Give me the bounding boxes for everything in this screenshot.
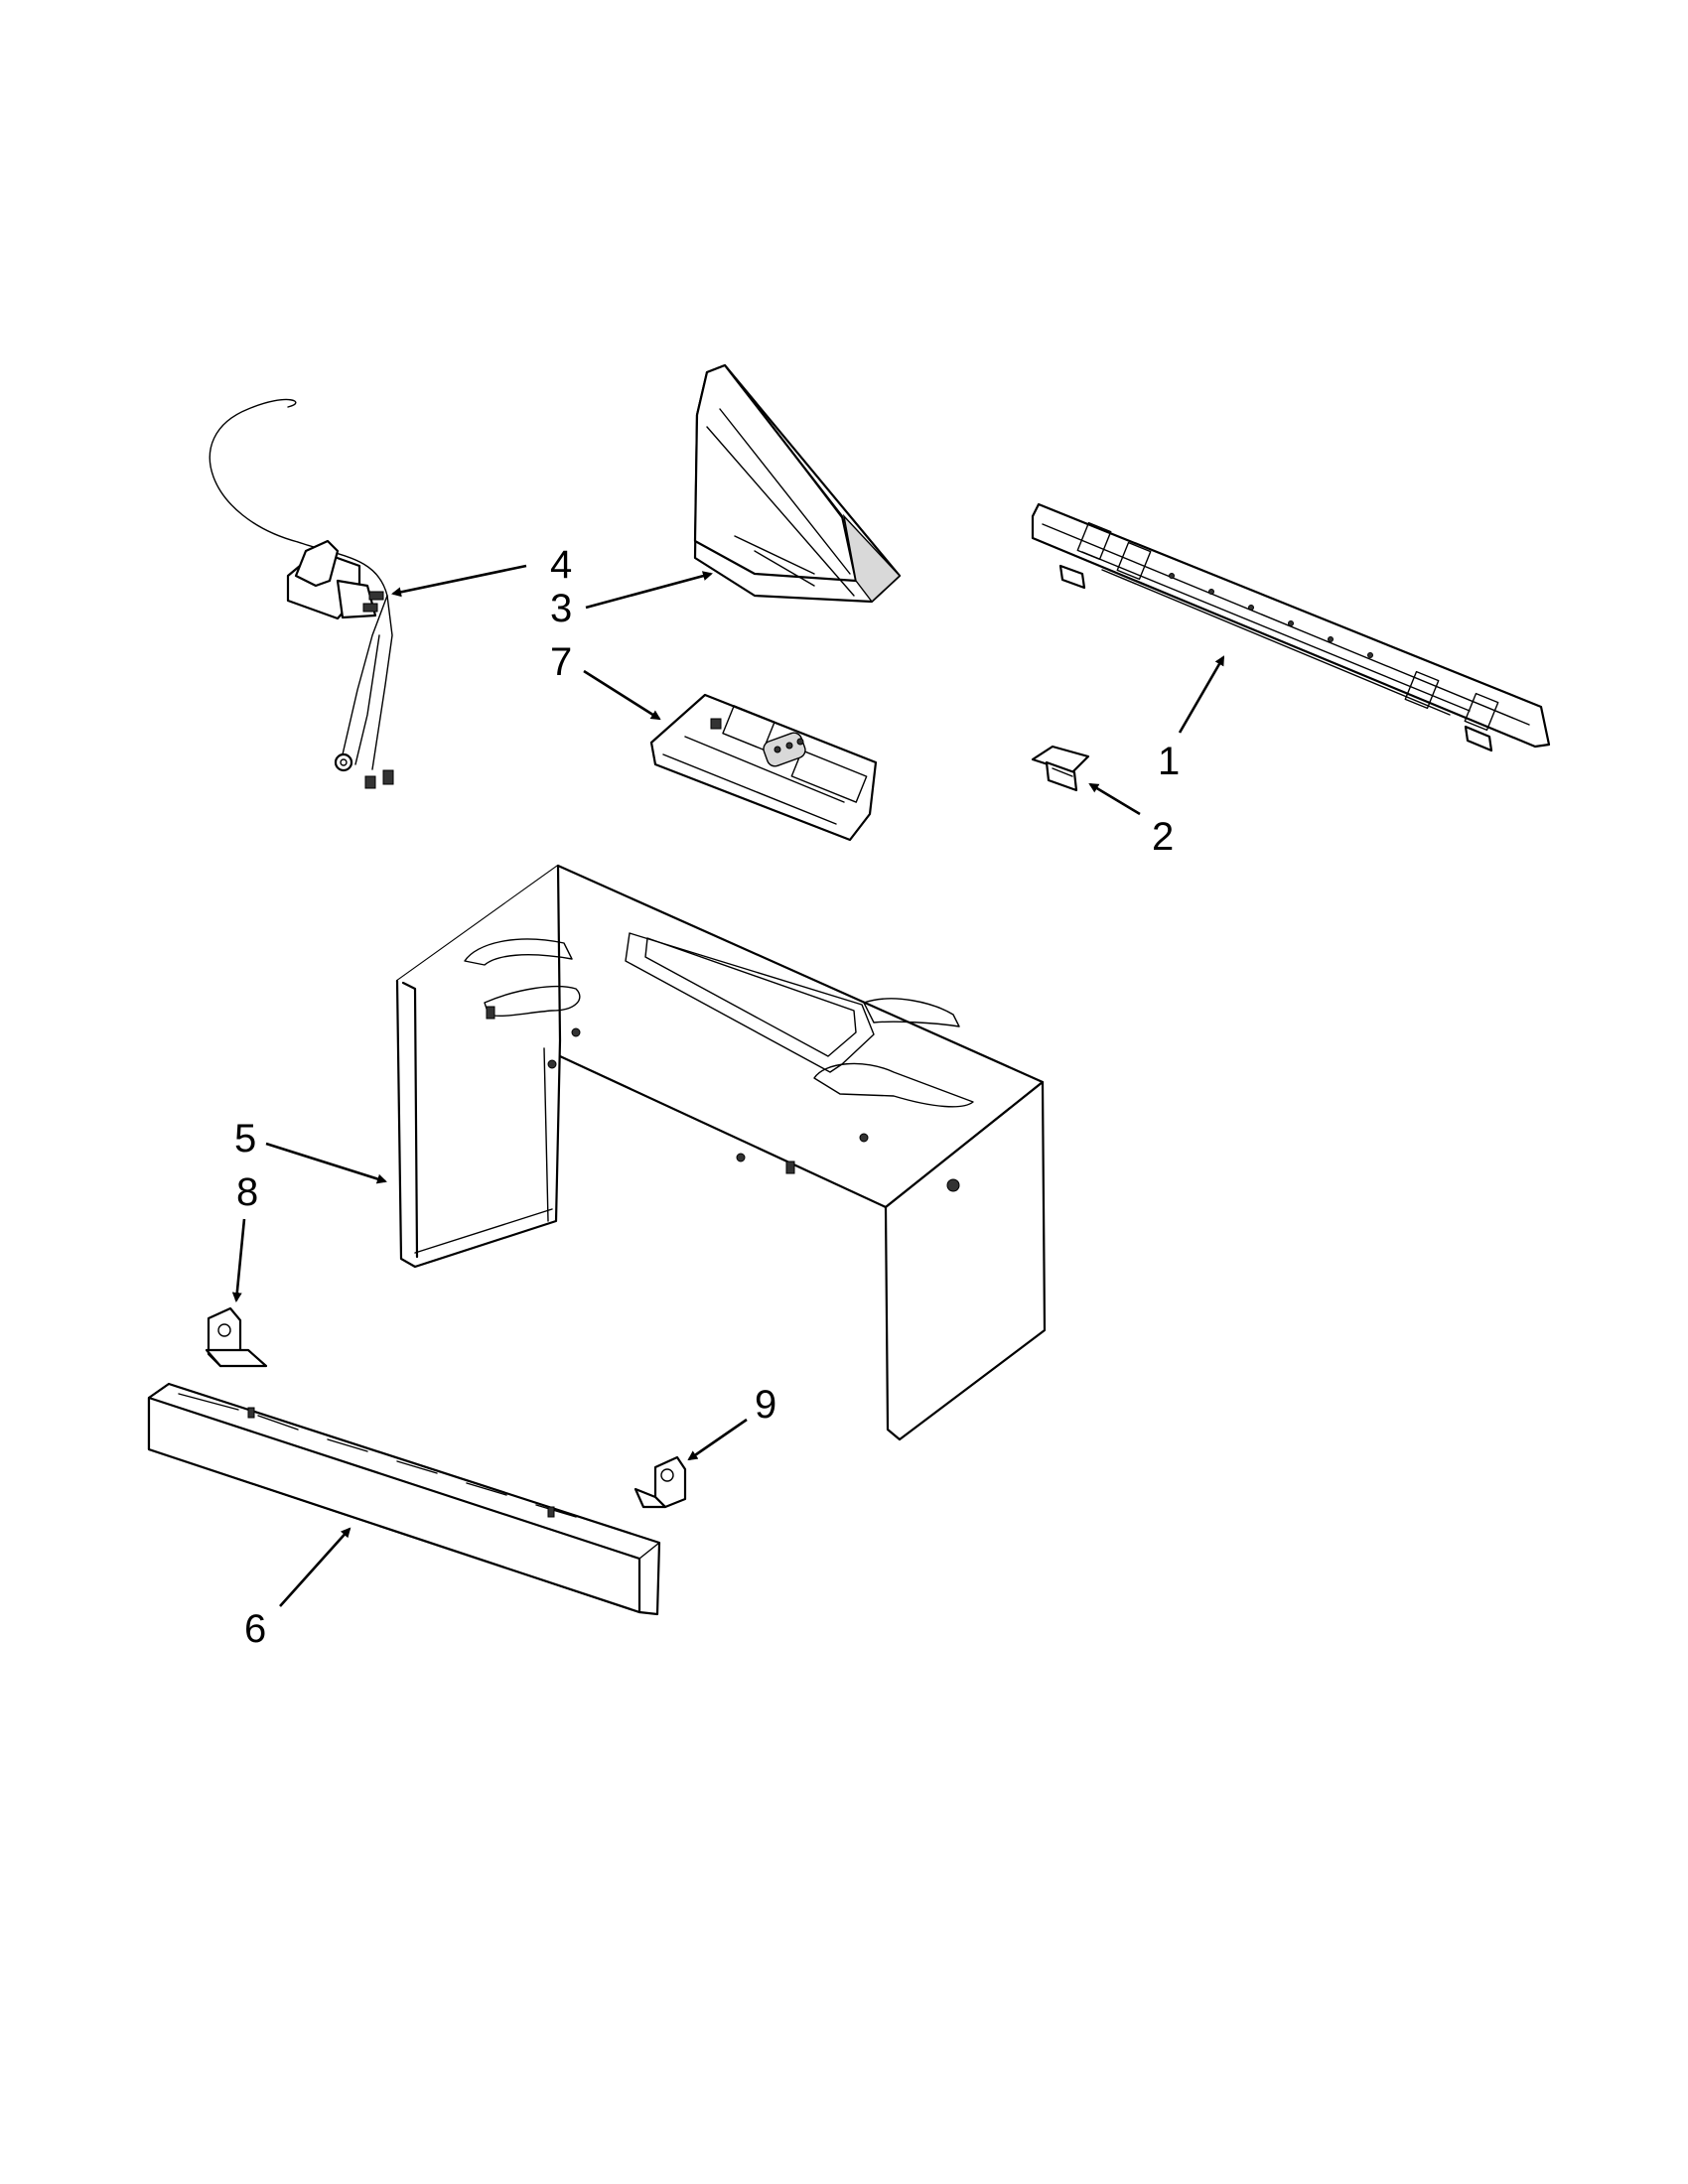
leader-5 (265, 1142, 387, 1184)
leader-4 (391, 564, 527, 598)
callout-1: 1 (1158, 740, 1180, 783)
callout-4: 4 (550, 543, 572, 587)
callout-2: 2 (1152, 815, 1174, 859)
callout-7: 7 (550, 640, 572, 684)
part-4-power-cord (209, 398, 394, 789)
part-8-clip (205, 1306, 268, 1368)
callout-8: 8 (236, 1170, 258, 1214)
part-9-clip (633, 1455, 687, 1509)
part-3-vent-grille (693, 363, 902, 604)
callout-labels: 4 3 7 1 2 5 8 9 6 (234, 543, 1180, 1651)
part-7-mounting-plate (649, 693, 878, 842)
leader-2 (1088, 782, 1141, 816)
leader-1 (1178, 655, 1225, 734)
callout-3: 3 (550, 587, 572, 630)
leader-6 (279, 1527, 352, 1607)
part-5-cabinet-shell (395, 864, 1047, 1441)
leader-9 (687, 1418, 748, 1461)
callout-5: 5 (234, 1117, 256, 1160)
part-2-bracket (1031, 745, 1090, 792)
leader-3 (585, 571, 713, 610)
leader-7 (583, 669, 661, 721)
leader-lines (231, 564, 1225, 1607)
callout-6: 6 (244, 1607, 266, 1651)
part-6-trim-strip (147, 1382, 661, 1616)
part-1-mounting-rail (1031, 502, 1551, 752)
leader-8 (231, 1218, 246, 1302)
callout-9: 9 (755, 1383, 776, 1427)
